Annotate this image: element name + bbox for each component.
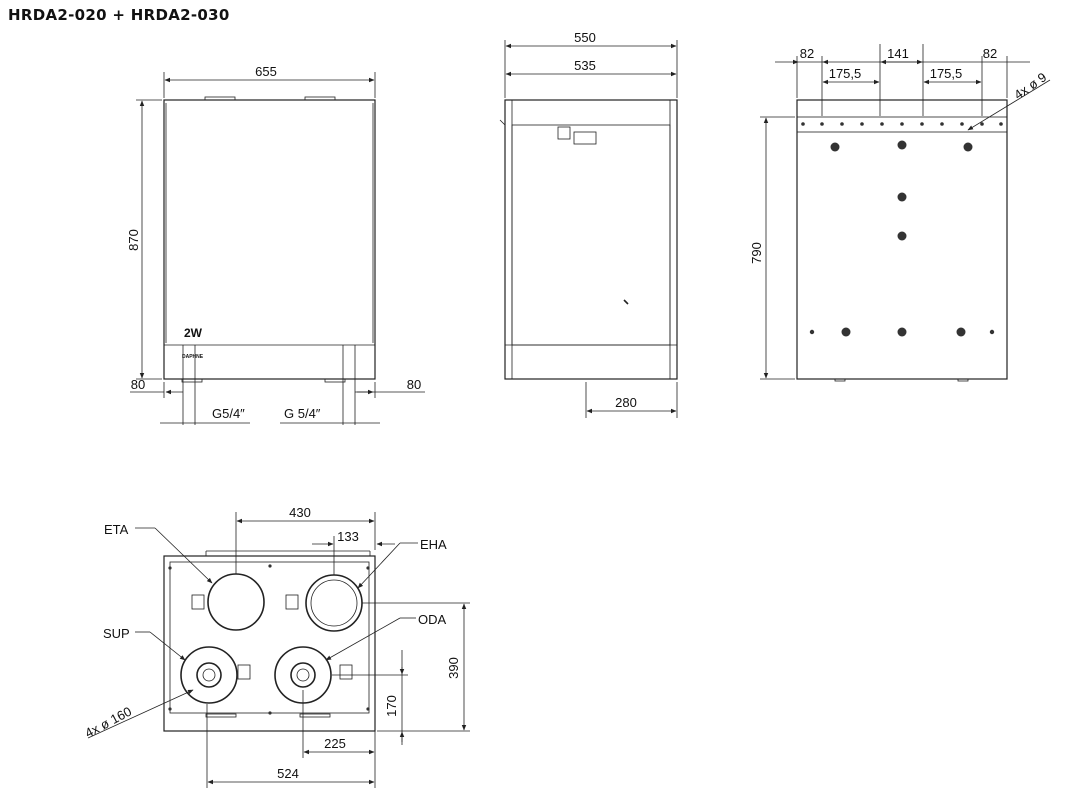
side-outer-width: 550 bbox=[574, 30, 596, 45]
side-view: 550 535 280 bbox=[499, 30, 678, 418]
back-view: 82 141 82 175,5 175,5 4x ø 9 790 bbox=[749, 44, 1051, 382]
front-width-dim: 655 bbox=[255, 64, 277, 79]
front-logo: 2W bbox=[184, 326, 203, 340]
side-label-box bbox=[557, 126, 571, 140]
label-eha: EHA bbox=[420, 537, 447, 552]
back-holes: 4x ø 9 bbox=[1011, 69, 1049, 102]
front-cabinet bbox=[163, 99, 376, 380]
page-title: HRDA2-020 + HRDA2-030 bbox=[8, 6, 230, 24]
back-center-spacing: 141 bbox=[887, 46, 909, 61]
front-left-connection: G5/4″ bbox=[212, 406, 245, 421]
top-dim-390: 390 bbox=[446, 657, 461, 679]
top-dim-524: 524 bbox=[277, 766, 299, 781]
front-left-offset: 80 bbox=[131, 377, 145, 392]
top-dim-225: 225 bbox=[324, 736, 346, 751]
side-inner-width: 535 bbox=[574, 58, 596, 73]
front-right-connection: G 5/4″ bbox=[284, 406, 321, 421]
back-right-pitch: 175,5 bbox=[930, 66, 963, 81]
side-depth: 280 bbox=[615, 395, 637, 410]
back-height: 790 bbox=[749, 242, 764, 264]
back-left-edge: 82 bbox=[800, 46, 814, 61]
duct-sup bbox=[180, 646, 238, 704]
side-nameplate bbox=[573, 131, 597, 145]
back-right-edge: 82 bbox=[983, 46, 997, 61]
top-duct-diameter: 4x ø 160 bbox=[82, 704, 134, 741]
top-dim-170: 170 bbox=[384, 695, 399, 717]
front-height-dim: 870 bbox=[126, 229, 141, 251]
top-dim-430: 430 bbox=[289, 505, 311, 520]
front-right-offset: 80 bbox=[407, 377, 421, 392]
top-view: ETA EHA SUP ODA 430 133 390 170 bbox=[82, 505, 470, 788]
front-logo-sub: DAPHNE bbox=[182, 354, 204, 360]
back-mount-rail bbox=[796, 116, 1008, 133]
top-dim-133: 133 bbox=[337, 529, 359, 544]
front-view: 2W DAPHNE 655 870 80 80 G5/4″ G 5/4″ bbox=[126, 64, 425, 425]
label-sup: SUP bbox=[103, 626, 130, 641]
side-cabinet bbox=[504, 99, 678, 380]
back-left-pitch: 175,5 bbox=[829, 66, 862, 81]
label-eta: ETA bbox=[104, 522, 129, 537]
label-oda: ODA bbox=[418, 612, 447, 627]
